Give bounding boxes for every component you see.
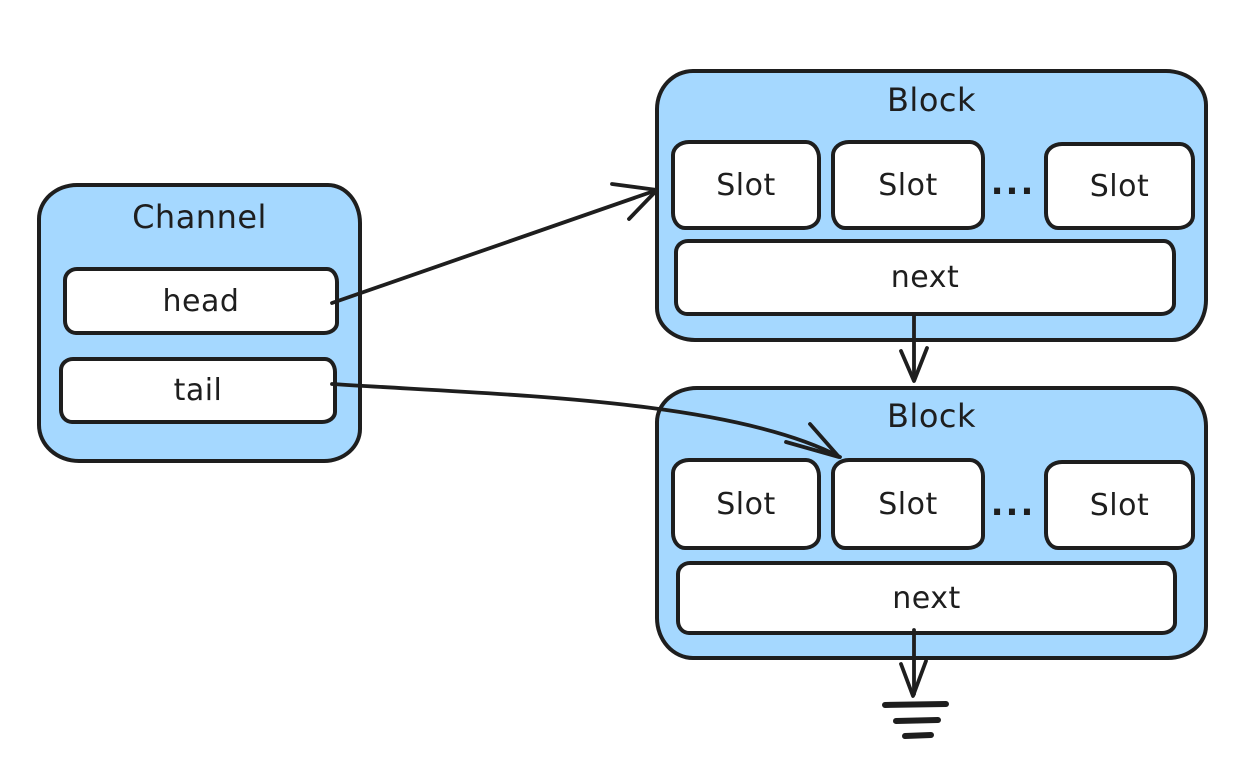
block-2-slots-ellipsis: ... xyxy=(990,484,1036,524)
block-1-slot-1: Slot xyxy=(671,140,821,230)
channel-field-tail: tail xyxy=(59,357,337,424)
block-1-slots-ellipsis: ... xyxy=(990,163,1036,203)
channel-field-head: head xyxy=(63,267,339,335)
ground-icon xyxy=(882,701,949,739)
channel-title: Channel xyxy=(132,198,267,236)
block-1-slot-2: Slot xyxy=(831,140,985,230)
block-node-1: Block Slot Slot ... Slot next xyxy=(655,69,1208,342)
block-1-slot-3: Slot xyxy=(1044,142,1195,230)
block-2-title: Block xyxy=(886,397,977,435)
block-2-field-next: next xyxy=(676,561,1177,635)
block-2-slot-1: Slot xyxy=(671,458,821,550)
block-node-2: Block Slot Slot ... Slot next xyxy=(655,386,1208,660)
block-1-field-next: next xyxy=(674,239,1176,316)
head-to-block1-arrow xyxy=(330,182,659,305)
channel-node: Channel head tail xyxy=(37,183,362,463)
block-2-slot-2: Slot xyxy=(831,458,985,550)
block-2-slot-3: Slot xyxy=(1044,460,1195,550)
block-1-title: Block xyxy=(886,81,977,119)
